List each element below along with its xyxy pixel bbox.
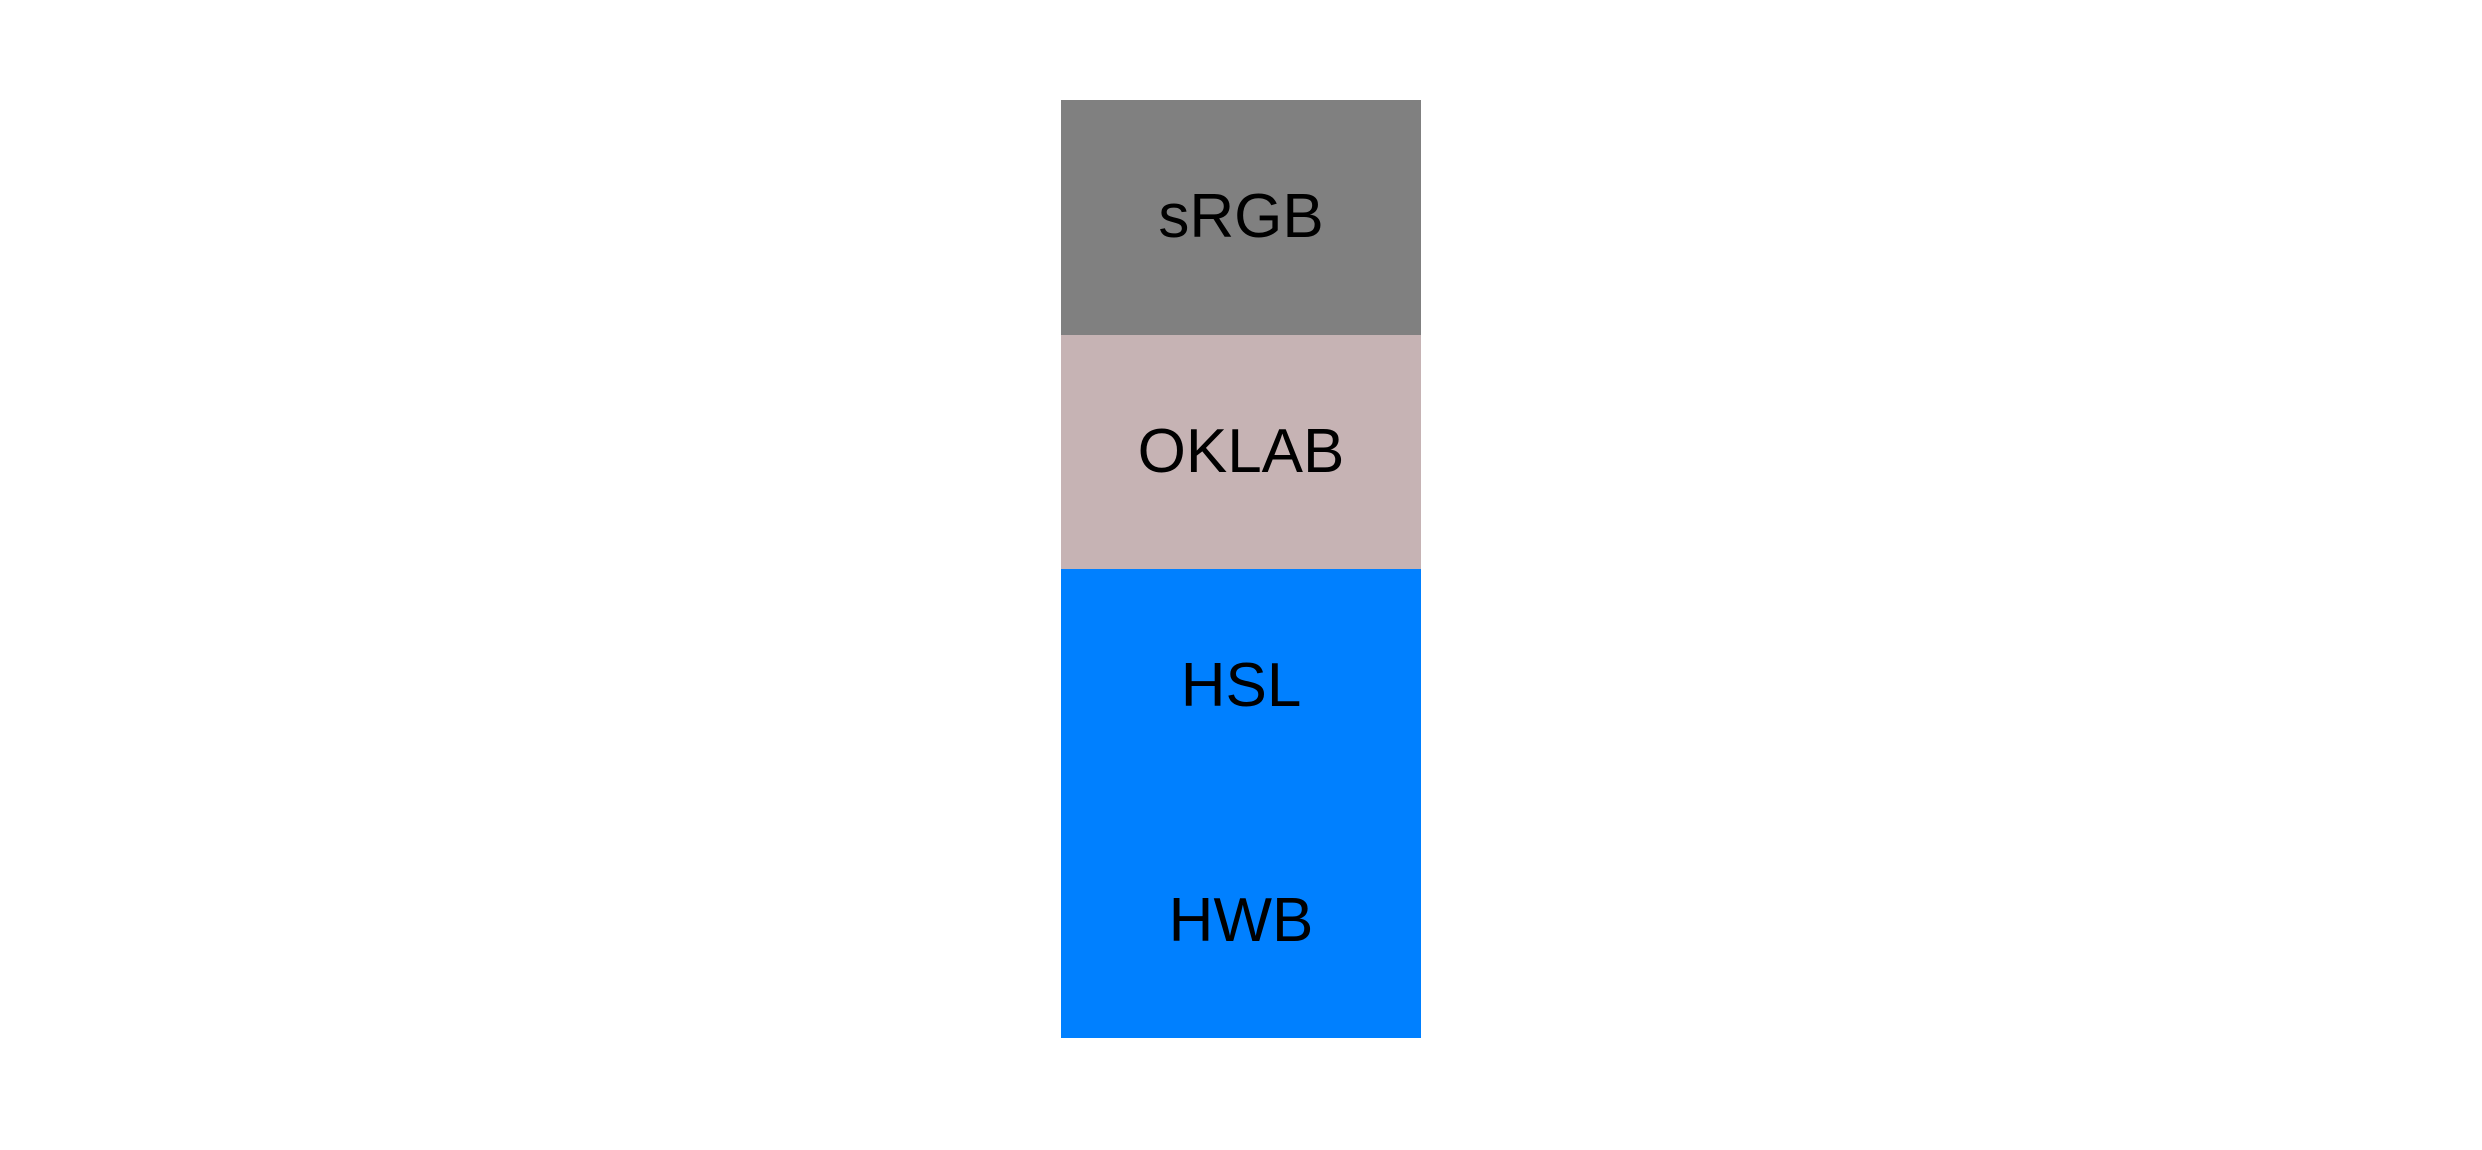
swatch-hsl-label: HSL — [1180, 651, 1302, 721]
swatch-srgb: sRGB — [1061, 100, 1421, 335]
swatch-oklab: OKLAB — [1061, 334, 1421, 569]
swatch-hsl: HSL — [1061, 569, 1421, 804]
swatch-oklab-label: OKLAB — [1137, 416, 1345, 486]
swatch-hwb: HWB — [1061, 803, 1421, 1038]
color-space-swatch-stack: sRGB OKLAB HSL HWB — [1061, 100, 1421, 1038]
swatch-hwb-label: HWB — [1168, 885, 1314, 955]
swatch-srgb-label: sRGB — [1158, 182, 1324, 252]
